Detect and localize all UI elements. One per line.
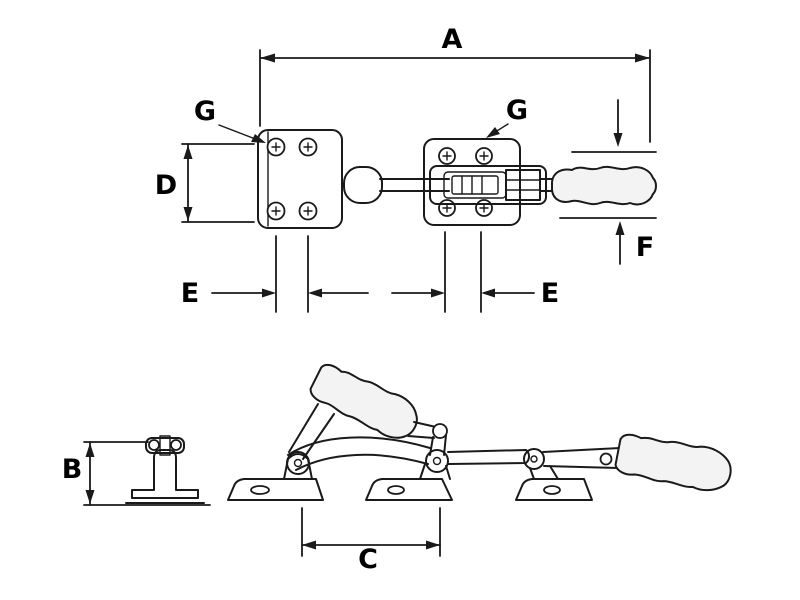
- dim-label-f: F: [636, 232, 654, 263]
- side-view: B: [62, 363, 732, 575]
- handle-grip-side-view: [309, 363, 418, 439]
- dimension-f: F: [559, 99, 657, 265]
- pivot-circle: [286, 451, 310, 475]
- handle-grip-top-view: [551, 165, 657, 206]
- arrowhead: [426, 540, 440, 550]
- release-handle-grip: [614, 433, 732, 492]
- arrowhead: [183, 145, 193, 159]
- dim-label-g-right: G: [506, 95, 528, 126]
- label-g-left: G: [194, 96, 266, 143]
- clamp-lever: [287, 403, 431, 471]
- dim-label-c: C: [358, 544, 378, 575]
- arrowhead: [431, 288, 445, 298]
- mounting-hole: [250, 485, 270, 495]
- release-handle: [542, 433, 732, 492]
- arrowhead: [85, 490, 95, 504]
- dim-label-g-left: G: [194, 96, 216, 127]
- left-foot-assembly: [227, 451, 324, 501]
- arrowhead: [262, 288, 276, 298]
- mounting-hole: [543, 485, 561, 495]
- right-foot-assembly: [515, 448, 593, 501]
- mounting-hole: [387, 485, 405, 495]
- arrowhead: [85, 443, 95, 457]
- arrowhead: [615, 221, 625, 235]
- latch-plate-end-view: [125, 435, 205, 504]
- dim-label-e-right: E: [541, 278, 559, 309]
- arrowhead: [260, 53, 275, 63]
- arrowhead: [613, 133, 623, 147]
- dimension-e-left: E: [181, 235, 369, 313]
- middle-foot-assembly: [365, 463, 453, 501]
- arrowhead: [308, 288, 322, 298]
- dim-label-d: D: [155, 170, 177, 201]
- arrowhead: [635, 53, 650, 63]
- label-g-right: G: [486, 95, 528, 138]
- dimension-a: A: [259, 24, 651, 143]
- arrowhead: [486, 127, 500, 138]
- dimension-e-right: E: [391, 231, 559, 313]
- arrowhead: [183, 207, 193, 221]
- u-bolt-section: [170, 439, 182, 451]
- pivot-circle: [425, 449, 449, 473]
- handle-hole: [599, 452, 613, 466]
- u-bolt-hook: [447, 449, 530, 465]
- left-mounting-bracket: [257, 129, 343, 229]
- link-pin: [432, 423, 448, 439]
- handle-linkage: [407, 421, 449, 473]
- dimension-b: B: [62, 441, 211, 506]
- u-bolt-section: [148, 439, 160, 451]
- dimension-d: D: [155, 143, 255, 223]
- right-mounting-bracket: [423, 138, 521, 226]
- latch-bar-top-view: [343, 166, 450, 204]
- arrowhead: [302, 540, 316, 550]
- dim-label-b: B: [62, 454, 83, 485]
- dim-label-a: A: [442, 24, 463, 55]
- top-view: A G G: [155, 24, 657, 313]
- dim-label-e-left: E: [181, 278, 199, 309]
- arrowhead: [481, 288, 495, 298]
- dimension-c: C: [301, 507, 441, 575]
- pivot-circle: [523, 448, 545, 470]
- adjusting-mechanism: [429, 165, 555, 205]
